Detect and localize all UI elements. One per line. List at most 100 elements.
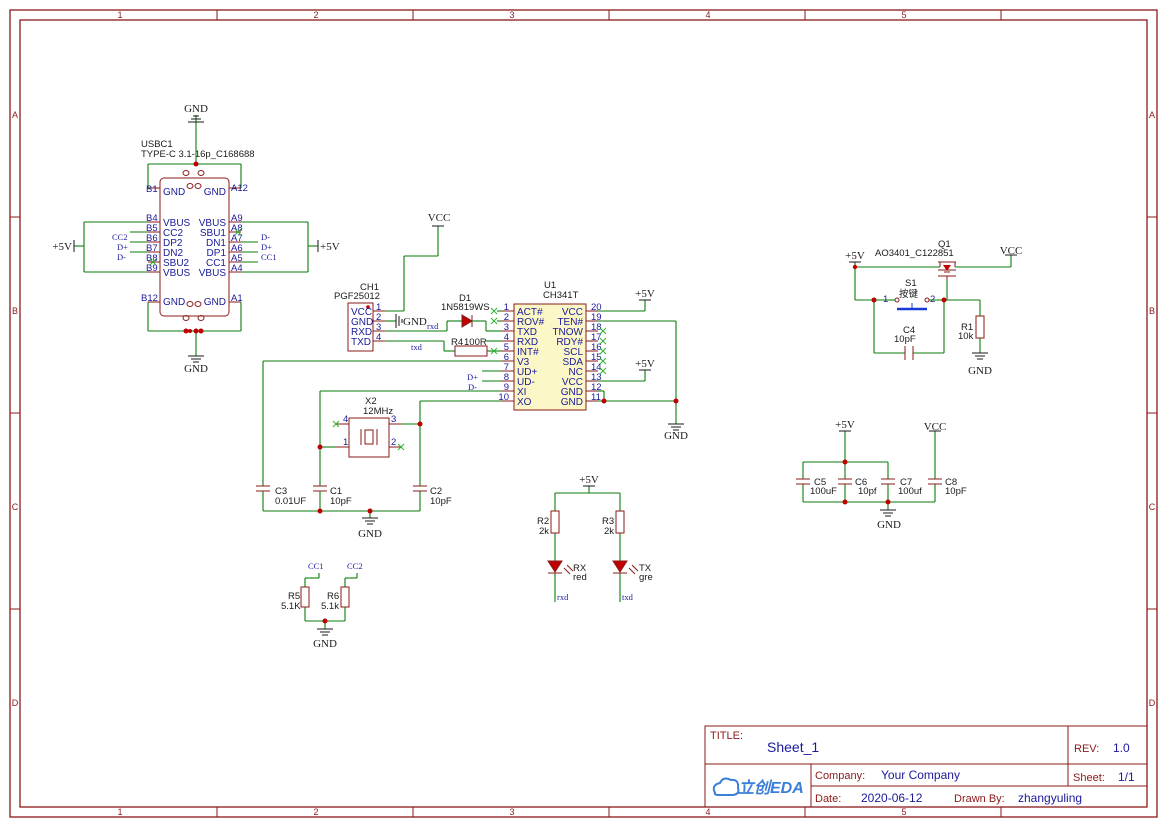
d1-diode[interactable]: D1 1N5819WS [441, 293, 502, 332]
gnd-label: GND [968, 365, 992, 377]
ch1-value: PGF25012 [334, 291, 380, 302]
usbc1-connector[interactable]: USBC1 TYPE-C 3.1-16p_C168688 B1 B4 B5 B6… [141, 139, 255, 321]
c7-capacitor[interactable]: C7 100uf [881, 477, 922, 497]
net-label: CC2 [112, 232, 128, 242]
vcc-symbol-ch1: VCC [428, 212, 451, 227]
q1-mosfet[interactable]: Q1 AO3401_C122851 [875, 239, 956, 280]
c5-capacitor[interactable]: C5 100uF [796, 477, 837, 497]
r2-resistor[interactable]: R2 2k [537, 510, 560, 537]
cap-gnd-wires [263, 508, 420, 518]
u1-pin-name: SCL [564, 347, 584, 358]
u1-pin-num: 14 [591, 362, 602, 373]
ch1-pin-num: 3 [376, 322, 381, 333]
p5v-symbol-u1-top: +5V [635, 288, 655, 301]
gnd-symbol-caps: GND [358, 517, 382, 540]
c4-capacitor[interactable]: C4 10pF [894, 325, 916, 360]
net-label-txd: txd [411, 342, 423, 352]
gnd-symbol-top: GND [184, 103, 208, 123]
vcc-label: VCC [428, 212, 451, 224]
u1-pin-name: TNOW [552, 327, 583, 338]
rev-value: 1.0 [1113, 741, 1130, 755]
net-label-dp: D+ [467, 372, 478, 382]
c6-value: 10pf [858, 486, 877, 497]
gnd-symbol-decoupling: GND [877, 509, 901, 531]
u1-pin-num: 20 [591, 302, 602, 313]
led-tx[interactable]: TX gre [612, 560, 653, 583]
net-label: D+ [261, 242, 272, 252]
gnd-label: GND [358, 528, 382, 540]
u1-pin-num: 10 [498, 392, 509, 403]
p5v-symbol-left: +5V [52, 240, 75, 253]
u1-pin-num: 12 [591, 382, 602, 393]
r4-resistor[interactable]: R4 100R [451, 337, 502, 357]
zone-row-b-right: B [1149, 306, 1155, 316]
usbc1-pin-name: VBUS [199, 268, 227, 279]
zone-col-1: 1 [117, 10, 122, 20]
net-label-rxd: rxd [427, 321, 439, 331]
usbc1-pin-num: B12 [141, 293, 158, 304]
c2-capacitor[interactable]: C2 10pF [413, 485, 452, 511]
gnd-symbol-usbc-bottom: GND [184, 355, 208, 375]
c5-ref: C5 [814, 477, 826, 488]
u1-wires [262, 300, 679, 486]
x2-crystal[interactable]: X2 12MHz 4 1 3 2 [317, 396, 423, 458]
u1-pin-name: ROV# [517, 317, 545, 328]
ch1-connector[interactable]: CH1 PGF25012 VCC GND RXD TXD 1 2 3 4 [334, 282, 385, 352]
usbc1-pin-name: VBUS [199, 218, 227, 229]
zone-col-3-bottom: 3 [509, 807, 514, 817]
p5v-label: +5V [835, 419, 855, 431]
usbc1-right-pins: A12 A9 A8 A7 A6 A5 A4 A1 GND VBUS SBU1 D… [199, 183, 248, 308]
gnd-symbol-cc: GND [313, 628, 337, 650]
u1-pin-num: 8 [504, 372, 509, 383]
company-value: Your Company [881, 768, 960, 782]
gnd-symbol-ch1: GND [395, 314, 427, 328]
u1-pin-name: SDA [562, 357, 583, 368]
x2-pin-num: 1 [343, 437, 348, 448]
r1-resistor[interactable]: R1 10k [958, 315, 985, 342]
usbc1-pin-name: VBUS [163, 268, 191, 279]
gnd-symbol-u1: GND [664, 423, 688, 442]
u1-pin-num: 11 [591, 392, 601, 403]
u1-pin-name: UD+ [517, 367, 537, 378]
usbc1-pin-num: B1 [146, 184, 158, 195]
u1-pin-num: 3 [504, 322, 509, 333]
u1-pin-num: 4 [504, 332, 509, 343]
sheet-label: Sheet: [1073, 772, 1105, 784]
r6-resistor[interactable]: R6 5.1k [321, 586, 350, 612]
c1-capacitor[interactable]: C1 10pF [313, 485, 352, 511]
c8-ref: C8 [945, 477, 957, 488]
ch1-pin-num: 1 [376, 302, 381, 313]
usbc1-pin-num: A8 [231, 223, 243, 234]
r5-ref: R5 [288, 591, 300, 602]
u1-ch341t[interactable]: U1 CH341T 1 2 3 4 5 6 7 8 9 10 ACT# ROV#… [498, 280, 602, 411]
usbc1-pin-num: B9 [146, 263, 158, 274]
usbc1-pin-name: CC2 [163, 228, 183, 239]
zone-col-2: 2 [313, 10, 318, 20]
q1-value: AO3401_C122851 [875, 248, 954, 259]
c6-capacitor[interactable]: C6 10pf [838, 477, 877, 497]
r3-resistor[interactable]: R3 2k [602, 510, 625, 537]
s1-pushbutton[interactable]: S1 按键 1 2 [883, 278, 935, 311]
led-tx-ref: TX [639, 563, 652, 574]
r6-value: 5.1k [321, 601, 339, 612]
zone-row-c: C [12, 502, 19, 512]
r5-resistor[interactable]: R5 5.1K [281, 586, 310, 612]
s1-value: 按键 [899, 288, 919, 300]
r1-ref: R1 [961, 322, 973, 333]
usbc1-pin-name: GND [204, 187, 226, 198]
gnd-symbol-r1: GND [968, 352, 992, 377]
s1-pin-num: 1 [883, 294, 888, 305]
usbc1-pin-num: A5 [231, 253, 243, 264]
zone-col-3: 3 [509, 10, 514, 20]
drawn-value: zhangyuling [1018, 791, 1082, 805]
u1-pin-name: ACT# [517, 307, 543, 318]
c8-capacitor[interactable]: C8 10pF [928, 477, 967, 497]
date-value: 2020-06-12 [861, 791, 923, 805]
u1-pin-name: XI [517, 387, 526, 398]
p5v-label: +5V [635, 288, 655, 300]
u1-pin-num: 5 [504, 342, 509, 353]
led-rx[interactable]: RX red [547, 560, 587, 583]
c3-capacitor[interactable]: C3 0.01UF [256, 485, 306, 511]
u1-pin-num: 6 [504, 352, 509, 363]
usbc1-pin-name: SBU1 [200, 228, 227, 239]
